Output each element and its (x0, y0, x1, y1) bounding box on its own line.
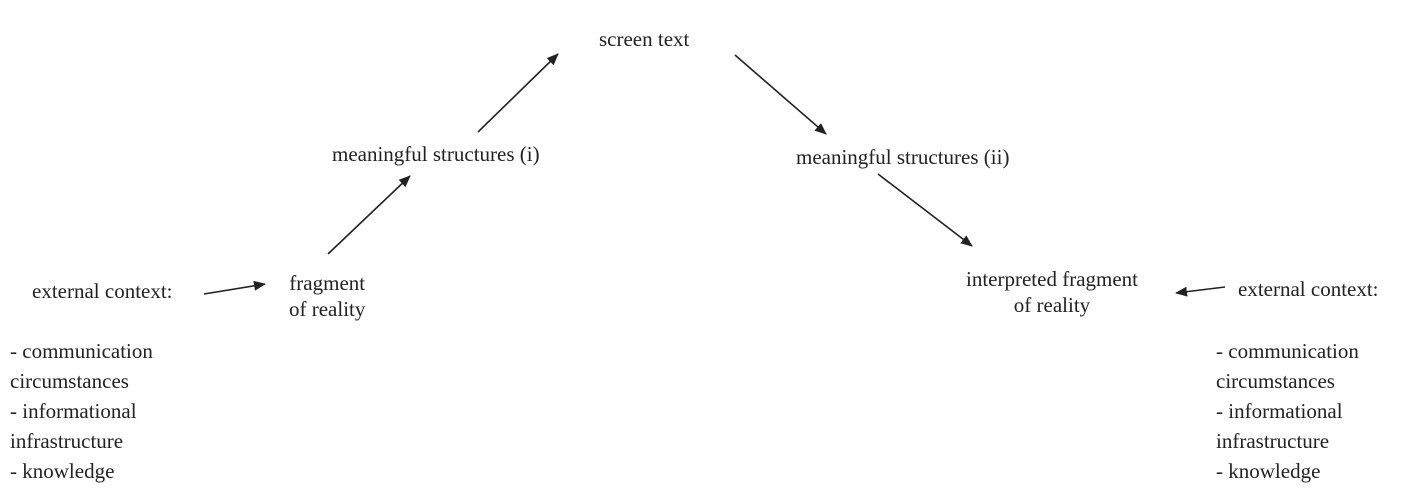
interpreted-fragment-line-1: interpreted fragment (966, 267, 1138, 291)
list-item: - communication (1216, 339, 1359, 363)
arrow-right-context-to-interpreted-fragment (1175, 286, 1226, 297)
list-item: - knowledge (10, 459, 115, 483)
arrow-structures-i-to-screen-text (477, 53, 559, 133)
interpreted-fragment-node: interpreted fragment of reality (966, 266, 1138, 318)
meaningful-structures-i-node: meaningful structures (i) (332, 142, 540, 166)
meaningful-structures-ii-node: meaningful structures (ii) (796, 145, 1010, 169)
list-item: infrastructure (1216, 429, 1330, 453)
list-item: circumstances (10, 369, 129, 393)
fragment-line-1: fragment (289, 271, 366, 295)
list-item: - informational (1216, 399, 1343, 423)
interpreted-fragment-line-2: of reality (1013, 293, 1091, 317)
list-item: - knowledge (1216, 459, 1321, 483)
fragment-of-reality-node: fragment of reality (289, 270, 365, 322)
screen-text-node: screen text (599, 27, 690, 51)
fragment-line-2: of reality (289, 297, 366, 321)
list-item: - communication (10, 339, 153, 363)
list-item: - informational (10, 399, 137, 423)
arrow-screen-text-to-structures-ii (734, 54, 827, 135)
left-external-context-list: - communication circumstances - informat… (10, 336, 153, 486)
arrow-left-context-to-fragment (203, 280, 266, 295)
arrow-structures-ii-to-interpreted-fragment (877, 173, 973, 247)
right-external-context-list: - communication circumstances - informat… (1216, 336, 1359, 486)
arrow-fragment-to-structures-i (327, 175, 411, 255)
list-item: infrastructure (10, 429, 124, 453)
list-item: circumstances (1216, 369, 1335, 393)
left-external-context-title: external context: (32, 279, 173, 303)
right-external-context-title: external context: (1238, 277, 1379, 301)
